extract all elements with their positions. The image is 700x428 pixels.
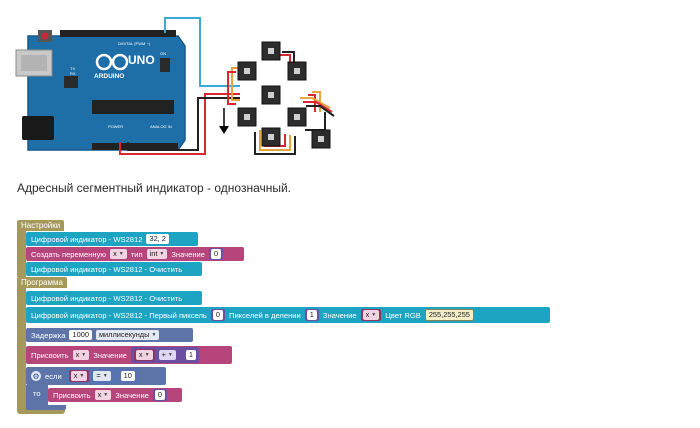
gear-icon[interactable]: ⚙ bbox=[31, 371, 41, 381]
assign-value-label: Значение bbox=[93, 350, 127, 360]
if-block-body bbox=[26, 385, 48, 407]
pixels-per-segment-label: Пикселей в делении bbox=[228, 310, 301, 320]
indicator-clear-label: Цифровой индикатор - WS2812 - Очистить bbox=[31, 293, 183, 303]
pixels-per-segment-value[interactable]: 1 bbox=[306, 310, 317, 320]
create-variable-block[interactable]: Создать переменную x▼ тип int▼ Значение … bbox=[26, 247, 244, 261]
delay-label: Задержка bbox=[31, 330, 66, 340]
expr-variable-block[interactable]: x▼ bbox=[133, 349, 155, 361]
type-dropdown[interactable]: int▼ bbox=[146, 249, 168, 259]
power-label: POWER bbox=[108, 124, 123, 129]
reset-assign-block[interactable]: Присвоить x▼ Значение 0 bbox=[48, 388, 182, 402]
board-model: UNO bbox=[128, 53, 155, 67]
operand-value[interactable]: 1 bbox=[185, 350, 196, 360]
math-expression-block[interactable]: x▼ +▼ 1 bbox=[130, 347, 199, 363]
microcontroller-chip-icon bbox=[92, 100, 174, 114]
expr-variable[interactable]: x▼ bbox=[135, 350, 153, 360]
compare-operator-dropdown[interactable]: =▼ bbox=[93, 371, 111, 381]
dropdown-arrow-icon: ▼ bbox=[102, 373, 108, 379]
assign-label: Присвоить bbox=[31, 350, 69, 360]
analog-label: ANALOG IN bbox=[150, 124, 172, 129]
dropdown-arrow-icon: ▼ bbox=[167, 352, 173, 358]
dropdown-arrow-icon: ▼ bbox=[144, 352, 150, 358]
variable-name: x bbox=[97, 390, 102, 399]
compare-value[interactable]: 10 bbox=[120, 371, 135, 381]
pixel-value-variable-block[interactable]: x▼ bbox=[360, 309, 382, 321]
if-label: если bbox=[45, 371, 62, 381]
rx-label: RX bbox=[70, 71, 76, 76]
color-rgb-label: Цвет RGB bbox=[385, 310, 421, 320]
value-number[interactable]: 0 bbox=[211, 249, 222, 259]
reset-variable-dropdown[interactable]: x▼ bbox=[94, 390, 112, 400]
led-pixels bbox=[237, 41, 331, 149]
variable-name: x bbox=[75, 350, 80, 359]
variable-name: x bbox=[113, 249, 117, 258]
dropdown-arrow-icon: ▼ bbox=[151, 332, 157, 338]
dropdown-arrow-icon: ▼ bbox=[79, 373, 85, 379]
color-rgb-value[interactable]: 255,255,255 bbox=[424, 309, 474, 321]
create-variable-label: Создать переменную bbox=[31, 249, 107, 259]
digital-label: DIGITAL (PWM ~) bbox=[118, 41, 151, 46]
pixels-per-segment-number-block[interactable]: 1 bbox=[304, 309, 319, 321]
assign-variable-dropdown[interactable]: x▼ bbox=[72, 350, 90, 360]
assign-block[interactable]: Присвоить x▼ Значение x▼ +▼ 1 bbox=[26, 346, 232, 364]
pixel-value-label: Значение bbox=[322, 310, 357, 320]
dropdown-arrow-icon: ▼ bbox=[81, 352, 87, 358]
operator-dropdown[interactable]: +▼ bbox=[158, 350, 176, 360]
first-pixel-block[interactable]: Цифровой индикатор - WS2812 - Первый пик… bbox=[26, 307, 550, 323]
board-brand: ARDUINO bbox=[94, 73, 124, 80]
reset-value[interactable]: 0 bbox=[154, 390, 166, 400]
down-arrow-icon bbox=[219, 108, 229, 134]
pixel-value-variable[interactable]: x▼ bbox=[362, 310, 380, 320]
indicator-init-block[interactable]: Цифровой индикатор - WS2812 32, 2 bbox=[26, 232, 198, 246]
setup-frame bbox=[17, 231, 26, 277]
delay-block[interactable]: Задержка 1000 миллисекунды▼ bbox=[26, 328, 193, 342]
if-block[interactable]: ⚙ если x▼ =▼ 10 bbox=[26, 367, 166, 385]
indicator-init-label: Цифровой индикатор - WS2812 bbox=[31, 234, 143, 244]
dropdown-arrow-icon: ▼ bbox=[371, 312, 377, 318]
program-header: Программа bbox=[17, 277, 67, 288]
indicator-clear-label: Цифровой индикатор - WS2812 - Очистить bbox=[31, 264, 183, 274]
dropdown-arrow-icon: ▼ bbox=[103, 392, 109, 398]
page-caption: Адресный сегментный индикатор - однознач… bbox=[17, 181, 292, 195]
compare-variable-block[interactable]: x▼ bbox=[68, 370, 90, 382]
power-jack-icon bbox=[22, 116, 54, 140]
on-label: ON bbox=[160, 51, 166, 56]
tx-label: TX bbox=[70, 66, 75, 71]
if-block-foot bbox=[26, 405, 66, 410]
delay-unit: миллисекунды bbox=[98, 330, 150, 339]
delay-value[interactable]: 1000 bbox=[69, 330, 92, 340]
variable-name: x bbox=[365, 310, 370, 319]
arduino-board: UNO ARDUINO DIGITAL (PWM ~) TX RX ON POW… bbox=[15, 30, 186, 151]
first-pixel-number-block[interactable]: 0 bbox=[210, 309, 225, 321]
operator: + bbox=[161, 350, 166, 359]
value-label: Значение bbox=[171, 249, 206, 259]
type-name: int bbox=[149, 249, 158, 258]
variable-dropdown[interactable]: x▼ bbox=[110, 249, 127, 259]
reset-value-label: Значение bbox=[115, 390, 149, 400]
reset-assign-label: Присвоить bbox=[53, 390, 91, 400]
variable-name: x bbox=[138, 350, 143, 359]
indicator-clear-block[interactable]: Цифровой индикатор - WS2812 - Очистить bbox=[26, 291, 202, 305]
reset-number-block[interactable]: 0 bbox=[152, 389, 168, 401]
first-pixel-value[interactable]: 0 bbox=[212, 310, 223, 320]
dropdown-arrow-icon: ▼ bbox=[159, 251, 165, 257]
compare-variable[interactable]: x▼ bbox=[70, 371, 88, 381]
indicator-clear-setup-block[interactable]: Цифровой индикатор - WS2812 - Очистить bbox=[26, 262, 202, 276]
value-number-block[interactable]: 0 bbox=[209, 248, 224, 260]
program-frame-bottom bbox=[17, 406, 65, 414]
dropdown-arrow-icon: ▼ bbox=[118, 251, 124, 257]
compare-operator: = bbox=[96, 371, 101, 380]
delay-unit-dropdown[interactable]: миллисекунды▼ bbox=[95, 330, 160, 340]
indicator-init-value[interactable]: 32, 2 bbox=[146, 234, 169, 244]
compare-block[interactable]: x▼ =▼ 10 bbox=[65, 368, 138, 384]
arduino-logo-icon bbox=[95, 53, 129, 71]
setup-header: Настройки bbox=[17, 220, 65, 231]
then-label: то bbox=[33, 389, 41, 398]
program-frame bbox=[17, 288, 26, 406]
variable-name: x bbox=[73, 371, 78, 380]
wiring-illustration: UNO ARDUINO DIGITAL (PWM ~) TX RX ON POW… bbox=[15, 17, 335, 155]
first-pixel-label: Цифровой индикатор - WS2812 - Первый пик… bbox=[31, 310, 207, 320]
type-label: тип bbox=[130, 249, 143, 259]
